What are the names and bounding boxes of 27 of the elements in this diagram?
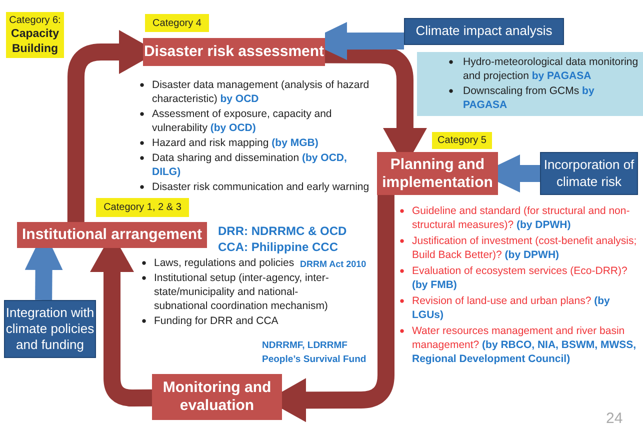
note-text: CCA: Philippine CCC [218, 240, 338, 254]
process-box [17, 222, 207, 248]
category-tag [96, 198, 189, 217]
category-tag [432, 132, 492, 149]
category-label: Category 6: [9, 14, 61, 27]
box-label: Monitoring and evaluation [162, 379, 272, 415]
process-box [152, 374, 282, 420]
box-label: Planning and implementation [381, 156, 494, 192]
note-text: People’s Survival Fund [262, 354, 366, 365]
box-label: Incorporation of climate risk [542, 157, 636, 190]
note-text: DRR: NDRRMC & OCD [218, 224, 347, 238]
category-label: Category 1, 2 & 3 [104, 201, 182, 214]
category-label: Capacity Building [10, 26, 60, 56]
box-label: Integration with climate policies and funding [5, 304, 95, 354]
note-text: NDRRMF, LDRRMF [262, 340, 348, 351]
category-tag [145, 14, 209, 32]
category-label: Category 4 [152, 16, 202, 30]
box-label: Institutional arrangement [22, 226, 202, 244]
page-number: 24 [606, 410, 623, 427]
process-box [143, 38, 325, 66]
box-label: Climate impact analysis [416, 23, 552, 40]
category-label: Category 5 [438, 134, 486, 147]
box-label: Disaster risk assessment [144, 43, 324, 61]
note-text: DRRM Act 2010 [300, 259, 366, 269]
info-panel [417, 52, 643, 116]
input-box [404, 18, 564, 45]
category-tag [6, 12, 64, 58]
